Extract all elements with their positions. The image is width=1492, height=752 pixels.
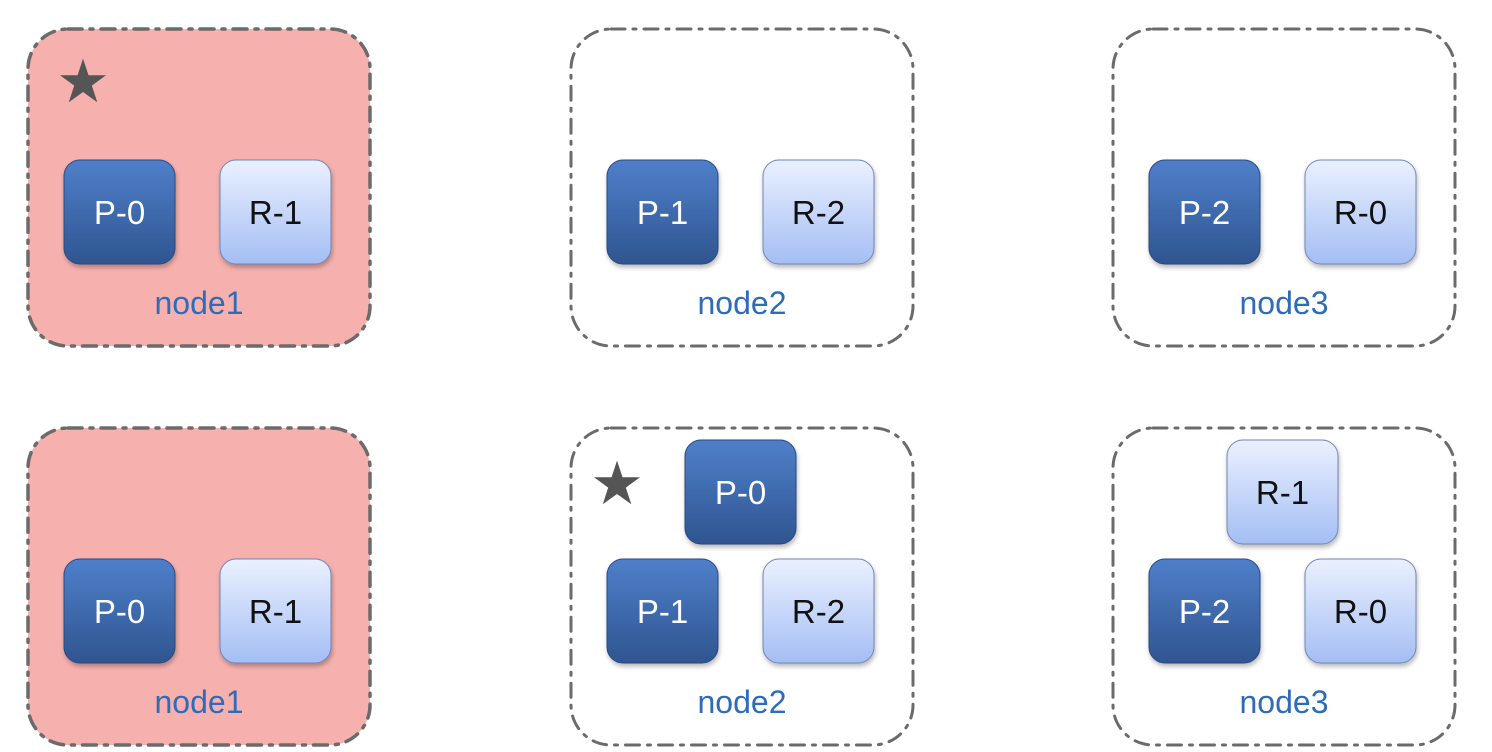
partition-r-2-box <box>762 159 875 265</box>
partition-p-1-label: P-1 <box>637 194 688 231</box>
node-card-row1-node2: P-1 R-2 node2 <box>569 27 915 348</box>
star-icon: ★ <box>590 449 644 519</box>
partition-r-2-label: R-2 <box>792 593 845 630</box>
node-card-row2-node1: P-0 R-1 node1 <box>26 426 372 747</box>
partition-r-2-box <box>762 558 875 664</box>
node-frame <box>26 27 372 348</box>
node-card-row2-node2: ★ P-0P-1 R-2 node2 <box>569 426 915 747</box>
partition-p-1: P-1 <box>606 159 719 265</box>
partition-p-1: P-1 <box>606 558 719 664</box>
partition-p-2-label: P-2 <box>1179 194 1230 231</box>
node-label: node1 <box>155 684 244 720</box>
partition-r-2: R-2 <box>762 558 875 664</box>
relocated-partition-r-1: R-1 <box>1226 439 1339 545</box>
partition-r-0-label: R-0 <box>1334 194 1387 231</box>
partition-p-2: P-2 <box>1148 159 1261 265</box>
relocated-partition-p-0-label: P-0 <box>715 474 766 511</box>
partition-r-1-box <box>219 159 332 265</box>
partition-r-0-label: R-0 <box>1334 593 1387 630</box>
partition-r-0: R-0 <box>1304 159 1417 265</box>
partition-p-0: P-0 <box>63 159 176 265</box>
node-frame <box>1111 27 1457 348</box>
partition-r-2-label: R-2 <box>792 194 845 231</box>
node-card-row1-node3: P-2 R-0 node3 <box>1111 27 1457 348</box>
relocated-partition-r-1-label: R-1 <box>1256 474 1309 511</box>
partition-p-1-box <box>606 558 719 664</box>
node-label: node2 <box>698 684 787 720</box>
row-1: ★ P-0 R-1 node1 P-1 R-2 node2 P-2 R-0 node3 <box>26 27 1457 348</box>
partition-r-1-label: R-1 <box>249 593 302 630</box>
partition-r-1: R-1 <box>219 558 332 664</box>
relocated-partition-p-0: P-0 <box>684 439 797 545</box>
node-frame <box>569 426 915 747</box>
node-label: node3 <box>1240 684 1329 720</box>
relocated-partition-p-0-box <box>684 439 797 545</box>
node-frame <box>26 426 372 747</box>
partition-r-2: R-2 <box>762 159 875 265</box>
partition-p-2-label: P-2 <box>1179 593 1230 630</box>
node-frame <box>1111 426 1457 747</box>
node-card-row1-node1: ★ P-0 R-1 node1 <box>26 27 372 348</box>
star-icon: ★ <box>56 47 110 117</box>
partition-p-2-box <box>1148 558 1261 664</box>
partition-r-0-box <box>1304 159 1417 265</box>
relocated-partition-r-1-box <box>1226 439 1339 545</box>
partition-p-0-box <box>63 558 176 664</box>
partition-p-0-label: P-0 <box>94 194 145 231</box>
node-frame <box>569 27 915 348</box>
node-label: node2 <box>698 285 787 321</box>
partition-p-0-box <box>63 159 176 265</box>
partition-r-0: R-0 <box>1304 558 1417 664</box>
partition-p-0-label: P-0 <box>94 593 145 630</box>
partition-p-1-box <box>606 159 719 265</box>
partition-r-1-box <box>219 558 332 664</box>
partition-p-1-label: P-1 <box>637 593 688 630</box>
partition-p-2: P-2 <box>1148 558 1261 664</box>
partition-r-1-label: R-1 <box>249 194 302 231</box>
partition-p-2-box <box>1148 159 1261 265</box>
partition-r-0-box <box>1304 558 1417 664</box>
node-card-row2-node3: R-1P-2 R-0 node3 <box>1111 426 1457 747</box>
partition-p-0: P-0 <box>63 558 176 664</box>
partition-r-1: R-1 <box>219 159 332 265</box>
node-label: node1 <box>155 285 244 321</box>
node-label: node3 <box>1240 285 1329 321</box>
